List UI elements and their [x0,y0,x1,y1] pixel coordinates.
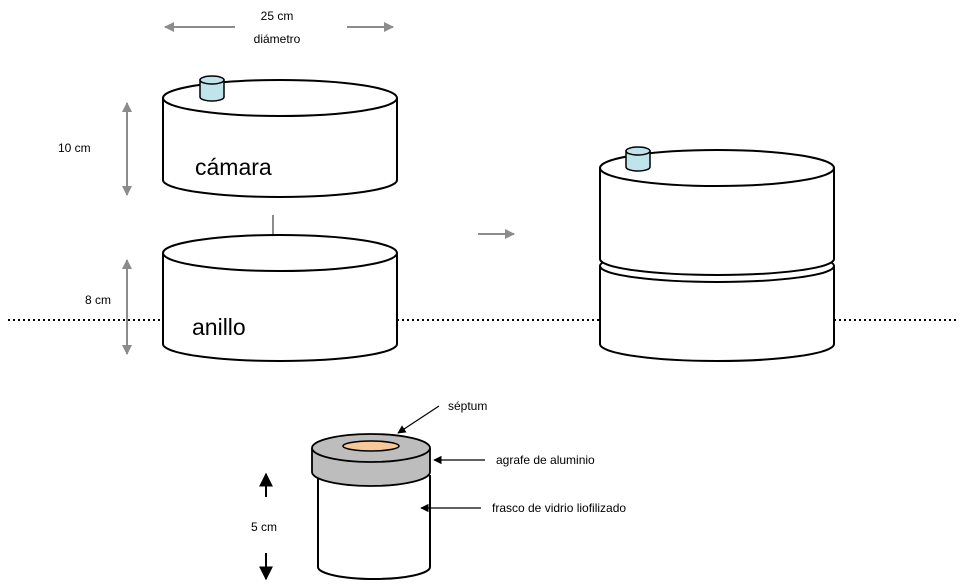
assembled-port [625,146,651,172]
ring-label: anillo [192,314,246,340]
vial-body [317,475,431,580]
chamber-label: cámara [195,154,272,180]
chamber-port [199,75,225,102]
ring-cylinder [162,234,398,362]
septum [342,440,400,452]
clip-label: agrafe de aluminio [496,453,595,467]
assembled-chamber [599,149,835,276]
vial-label: frasco de vidrio liofilizado [492,501,626,515]
diameter-word: diámetro [254,32,301,46]
diameter-value: 25 cm [261,9,294,23]
septum-leader [397,405,440,434]
vial-height-label: 5 cm [251,520,277,534]
ring-height-label: 8 cm [85,293,111,307]
chamber-height-label: 10 cm [58,141,91,155]
septum-label: séptum [448,399,487,413]
